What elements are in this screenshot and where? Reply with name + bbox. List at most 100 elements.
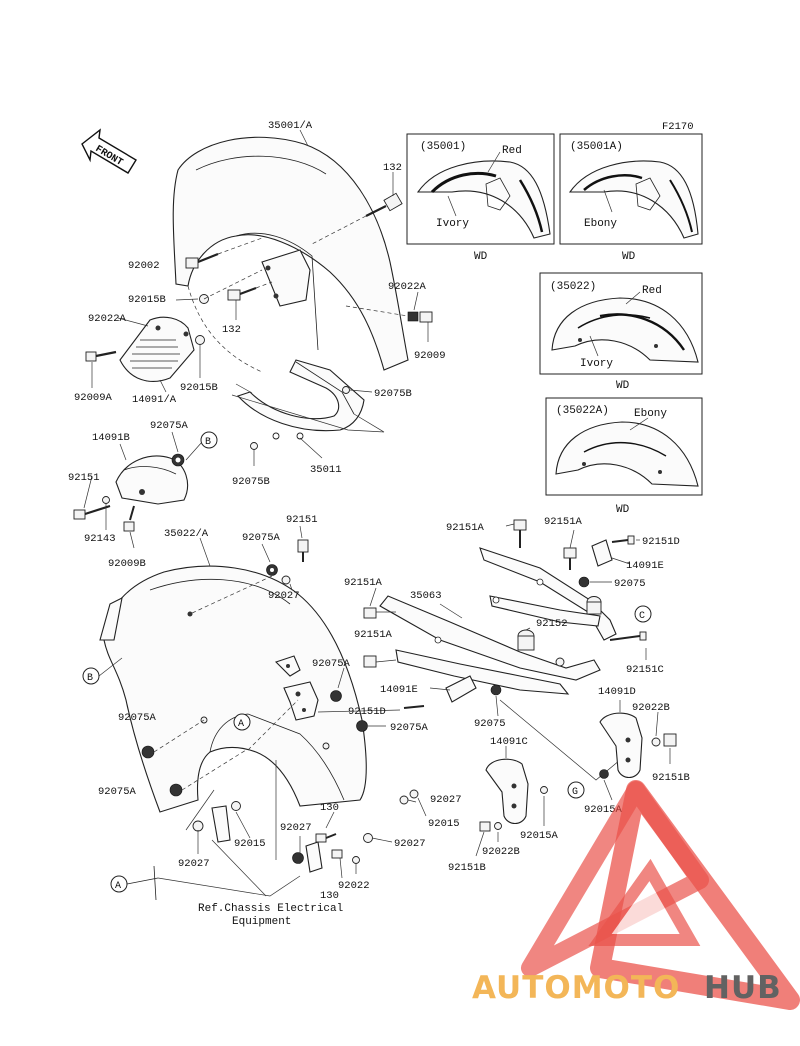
callout-letter: A (238, 719, 244, 730)
grommet-92075A-bottom (169, 783, 183, 797)
part-number: 92009 (414, 350, 446, 362)
collar-92015A-left (540, 786, 548, 794)
bolt-92151A-top2 (563, 547, 577, 570)
bolt-92151B-left (479, 821, 491, 832)
washer-92022A-right (407, 311, 419, 322)
collar-92075-lower (490, 684, 502, 696)
callout-letter: B (87, 673, 93, 684)
rear-leaders (153, 525, 401, 860)
callout-g (567, 781, 585, 799)
collar-92075-upper (578, 576, 590, 588)
callout-a-fender (233, 713, 251, 731)
figure-code: F2170 (662, 121, 694, 133)
nut-rear (322, 742, 330, 750)
bolt-92151A-left (363, 607, 377, 619)
mount-tube (517, 629, 535, 651)
bolt-92151D-mid (403, 705, 425, 709)
fender-side-plate (261, 249, 311, 307)
bolt-92009A (85, 350, 117, 362)
part-number: 92151D (642, 536, 680, 548)
bolt-130-a (315, 833, 337, 843)
part-number: 92015 (234, 838, 266, 850)
ref-note-line1: Ref.Chassis Electrical (198, 903, 343, 915)
part-number: 14091D (598, 686, 636, 698)
part-number: 132 (222, 324, 241, 336)
lower-brackets (192, 789, 419, 873)
bolt-92151A-top (513, 519, 527, 548)
part-number: 92027 (268, 590, 300, 602)
part-number: 14091C (490, 736, 528, 748)
part-number: 92015 (428, 818, 460, 830)
part-number: 92075A (118, 712, 157, 724)
rear-stay-35063 (379, 539, 617, 695)
grommet-92075A-right (356, 720, 368, 732)
stay-leaders (369, 523, 647, 781)
bolt-92151B-right (663, 733, 677, 747)
part-number: 130 (320, 890, 339, 902)
front-leaders (91, 129, 429, 466)
callout-letter: C (639, 611, 645, 622)
bolt-130-b (331, 849, 343, 859)
part-number: 92002 (128, 260, 160, 272)
part-number: 35011 (310, 464, 342, 476)
inset-35022: (35022) Red Ivory WD (539, 272, 703, 392)
part-number: 92027 (280, 822, 312, 834)
part-number: 132 (383, 162, 402, 174)
part-number: 92027 (430, 794, 462, 806)
bracket-14091D (599, 712, 643, 779)
part-number: 92151C (626, 664, 664, 676)
side-cover-14091B (115, 455, 188, 505)
part-number: 92015B (180, 382, 218, 394)
part-number: 92022 (338, 880, 370, 892)
part-number: 92015A (520, 830, 559, 842)
mount-tube-2 (586, 596, 602, 615)
fender-cover-14091A (119, 316, 195, 382)
part-number: 92022A (88, 313, 127, 325)
bolt-92009B (123, 505, 135, 532)
part-number: 92075B (232, 476, 270, 488)
inset-label: Red (502, 145, 522, 157)
part-number: 14091B (92, 432, 130, 444)
bolt-92002 (185, 252, 219, 269)
part-number: 92151A (544, 516, 583, 528)
grommet-92075A-left (141, 745, 155, 759)
part-number: 92022A (388, 281, 427, 293)
washer-92015B-low (195, 335, 205, 345)
part-number: 92009B (108, 558, 146, 570)
part-number: 92151A (344, 577, 383, 589)
inset-foot: WD (616, 380, 630, 392)
bolt-92151C (609, 631, 647, 641)
inset-35001A: (35001A) Ebony WD (559, 133, 703, 263)
inset-foot: WD (622, 251, 636, 263)
inset-35001: (35001) Red Ivory WD (406, 133, 555, 263)
bolt-92151D-top (611, 535, 635, 545)
collar-92027-right (363, 833, 373, 843)
inset-label: Red (642, 285, 662, 297)
part-number: 92151A (446, 522, 485, 534)
callout-c (634, 605, 652, 623)
bracket-14091E-mid (445, 675, 477, 703)
part-number: 92075A (312, 658, 351, 670)
part-number: 92027 (178, 858, 210, 870)
collar-92027-mid (292, 852, 304, 864)
nut-92015-low (231, 801, 241, 811)
bolt-92151-left (73, 504, 111, 520)
part-number: 92022B (632, 702, 670, 714)
callout-letter: B (205, 437, 211, 448)
inset-label: Ivory (436, 218, 469, 230)
bolt-132-top (365, 192, 403, 217)
callout-letter: G (572, 787, 578, 798)
inset-foot: WD (616, 504, 630, 516)
inset-title: (35022A) (556, 405, 609, 417)
part-number: 92151D (348, 706, 386, 718)
bracket-14091C (485, 758, 529, 825)
bolt-92151A-left2 (363, 655, 377, 668)
part-number: 92075 (474, 718, 506, 730)
watermark-text-1: AUTOMOTO (472, 970, 680, 1006)
part-number: 92075B (374, 388, 412, 400)
nut-92075B-b (250, 442, 258, 450)
collar-92027-rear (281, 575, 291, 585)
watermark-text-2: HUB (704, 970, 782, 1006)
part-number: 92075A (390, 722, 429, 734)
inset-35022A: (35022A) Ebony WD (545, 397, 703, 516)
